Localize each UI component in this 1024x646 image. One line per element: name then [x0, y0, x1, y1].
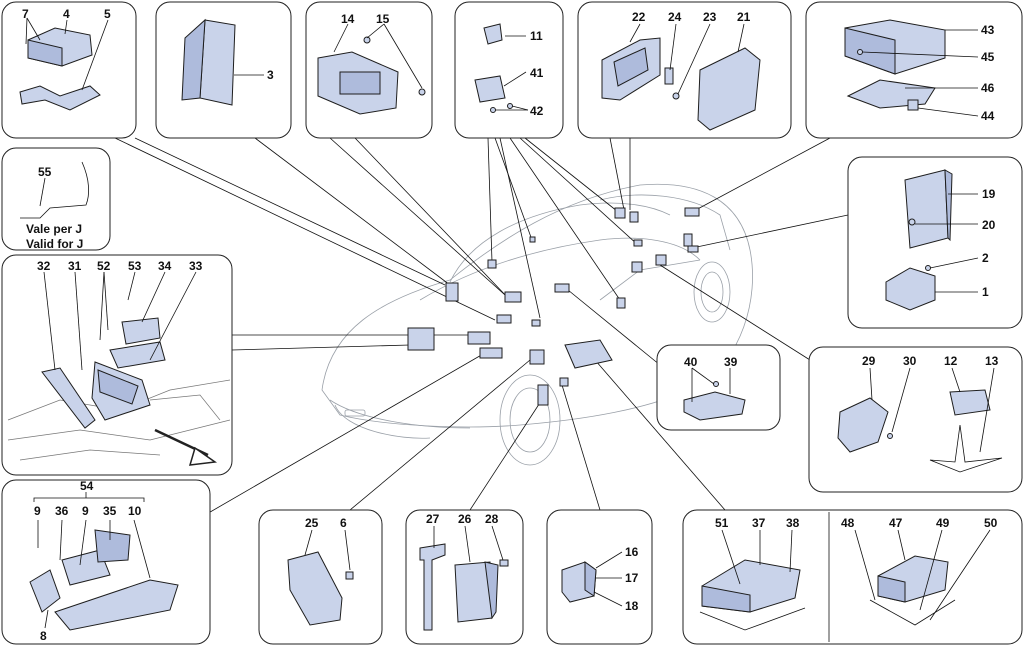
- callout-15: 15: [376, 12, 390, 26]
- panel-parts-26-27-28: 27 26 28: [405, 509, 524, 645]
- callout-41: 41: [530, 66, 544, 80]
- callout-13: 13: [985, 354, 999, 368]
- callout-33: 33: [189, 259, 203, 273]
- callout-19: 19: [982, 187, 996, 201]
- car-part-markers: [407, 207, 700, 406]
- callout-14: 14: [341, 12, 355, 26]
- callout-48: 48: [841, 516, 855, 530]
- callout-45: 45: [981, 50, 995, 64]
- callout-9a: 9: [34, 504, 41, 518]
- panel-parts-21-22-23-24: 22 24 23 21: [577, 1, 792, 139]
- panel-parts-16-17-18: 16 17 18: [546, 509, 653, 645]
- note-valid-for-j: Valid for J: [26, 237, 83, 251]
- panel-part-55: 55 Vale per J Valid for J: [1, 147, 111, 251]
- callout-52: 52: [97, 259, 111, 273]
- callout-28: 28: [485, 512, 499, 526]
- panel-parts-14-15: 14 15: [305, 1, 433, 139]
- callout-16: 16: [625, 545, 639, 559]
- car-outline: [321, 183, 753, 466]
- note-vale-per-j: Vale per J: [26, 222, 82, 236]
- panel-parts-11-41-42: 11 41 42: [454, 1, 564, 139]
- panel-parts-1-2-19-20: 19 20 2 1: [847, 156, 1023, 329]
- callout-42: 42: [530, 104, 544, 118]
- callout-8: 8: [40, 629, 47, 643]
- panel-parts-31-34-52-53: 32 31 52 53 34 33: [1, 254, 233, 476]
- panel-parts-37-38-47-51: 51 37 38 48 47 49 50: [682, 509, 1023, 645]
- callout-34: 34: [158, 259, 172, 273]
- callout-5: 5: [104, 7, 111, 21]
- callout-2: 2: [982, 251, 989, 265]
- callout-23: 23: [703, 10, 717, 24]
- callout-37: 37: [752, 516, 766, 530]
- callout-50: 50: [984, 516, 998, 530]
- callout-36: 36: [55, 504, 69, 518]
- callout-53: 53: [128, 259, 142, 273]
- callout-12: 12: [944, 354, 958, 368]
- callout-55: 55: [38, 165, 52, 179]
- callout-46: 46: [981, 81, 995, 95]
- leader-lines: [114, 137, 849, 516]
- callout-31: 31: [68, 259, 82, 273]
- callout-26: 26: [458, 512, 472, 526]
- callout-1: 1: [982, 285, 989, 299]
- callout-54: 54: [80, 479, 94, 493]
- callout-38: 38: [786, 516, 800, 530]
- panel-parts-39-40: 40 39: [656, 344, 781, 431]
- callout-32: 32: [37, 259, 51, 273]
- callout-6: 6: [340, 516, 347, 530]
- callout-35: 35: [103, 504, 117, 518]
- callout-7: 7: [22, 7, 29, 21]
- callout-10: 10: [128, 504, 142, 518]
- callout-24: 24: [668, 10, 682, 24]
- panel-parts-54: 54 9 36 9 35 10 8: [1, 479, 211, 645]
- callout-40: 40: [684, 355, 698, 369]
- callout-20: 20: [982, 218, 996, 232]
- callout-49: 49: [936, 516, 950, 530]
- panel-parts-4-5-7: 7 4 5: [1, 1, 137, 139]
- callout-22: 22: [632, 10, 646, 24]
- panel-parts-43-44-45-46: 43 45 46 44: [805, 1, 1023, 139]
- panel-part-3: 3: [155, 1, 292, 139]
- callout-17: 17: [625, 571, 639, 585]
- callout-25: 25: [305, 516, 319, 530]
- callout-30: 30: [903, 354, 917, 368]
- callout-29: 29: [862, 354, 876, 368]
- callout-21: 21: [737, 10, 751, 24]
- callout-4: 4: [63, 7, 70, 21]
- callout-39: 39: [724, 355, 738, 369]
- panel-parts-12-13-29-30: 29 30 12 13: [808, 346, 1023, 493]
- callout-51: 51: [715, 516, 729, 530]
- callout-44: 44: [981, 109, 995, 123]
- callout-9b: 9: [82, 504, 89, 518]
- callout-3: 3: [267, 68, 274, 82]
- callout-11: 11: [530, 29, 543, 43]
- callout-47: 47: [889, 516, 903, 530]
- callout-27: 27: [426, 512, 440, 526]
- callout-18: 18: [625, 599, 639, 613]
- callout-43: 43: [981, 23, 995, 37]
- panel-parts-25-6: 25 6: [258, 509, 383, 645]
